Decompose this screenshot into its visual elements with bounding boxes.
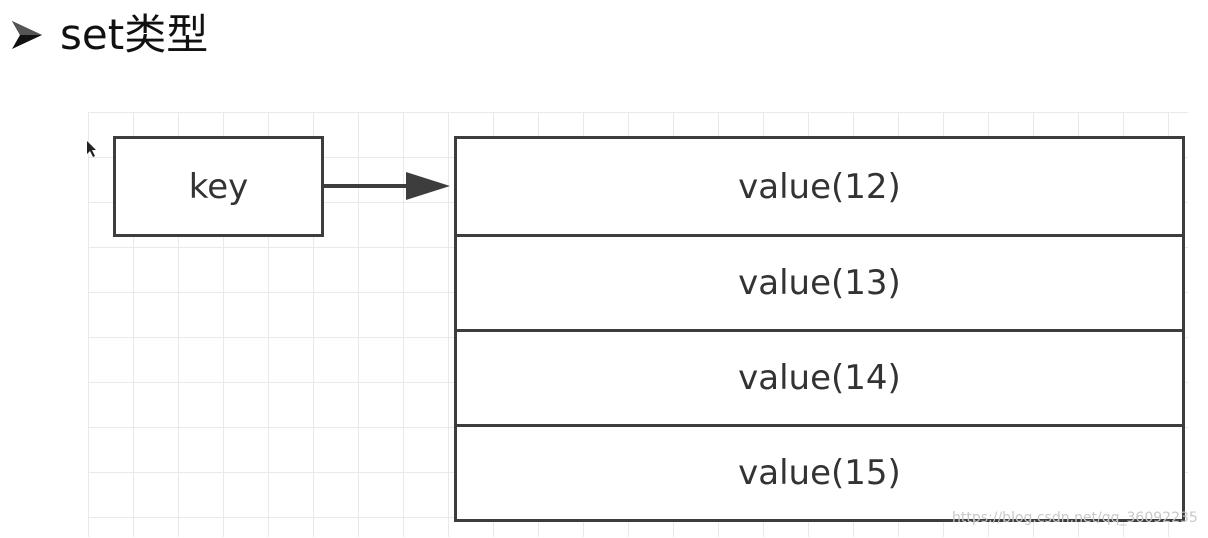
arrowhead-bullet-icon [12,21,42,49]
key-box: key [113,136,324,237]
set-member-cell: value(13) [457,234,1182,329]
set-member-label: value(14) [738,358,901,398]
set-member-label: value(12) [738,166,901,207]
mouse-cursor-icon [87,141,96,157]
pointer-arrow [324,172,450,200]
set-member-label: value(13) [738,263,901,303]
slide-heading: set类型 [10,14,208,56]
set-member-cell: value(12) [457,139,1182,234]
watermark: https://blog.csdn.net/qq_36092235 [952,510,1198,526]
heading-title: set类型 [60,10,209,59]
set-container: value(12) value(13) value(14) value(15) [454,136,1185,522]
key-label: key [188,166,249,207]
set-member-label: value(15) [738,453,901,493]
set-member-cell: value(15) [457,424,1182,519]
set-member-cell: value(14) [457,329,1182,424]
